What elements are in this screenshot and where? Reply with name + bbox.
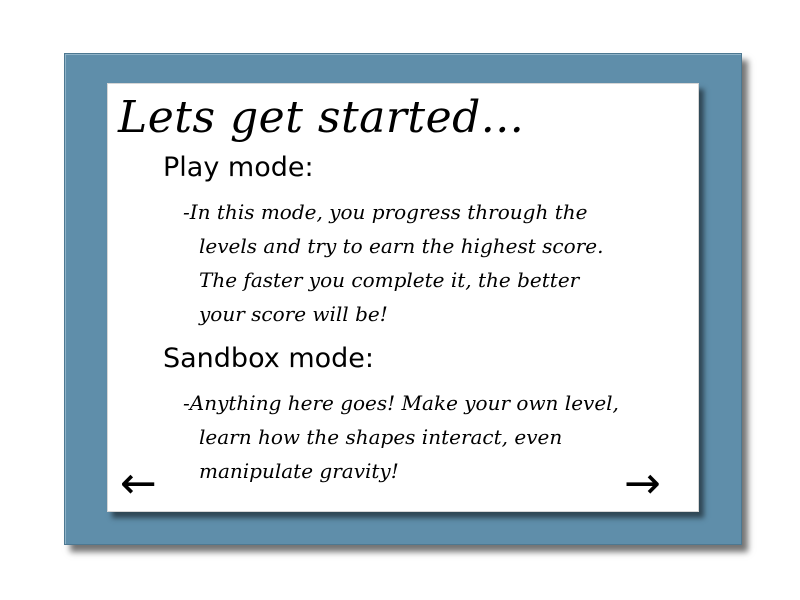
sandbox-mode-description: -Anything here goes! Make your own level… (183, 386, 619, 488)
tutorial-card (107, 83, 699, 512)
play-mode-line: The faster you complete it, the better (199, 268, 580, 292)
play-mode-line: -In this mode, you progress through the (183, 200, 588, 224)
play-mode-description: -In this mode, you progress through the … (183, 195, 603, 331)
play-mode-line: your score will be! (199, 302, 388, 326)
play-mode-heading: Play mode: (163, 152, 314, 183)
page-title: Lets get started... (118, 92, 525, 143)
sandbox-mode-line: -Anything here goes! Make your own level… (183, 391, 619, 415)
sandbox-mode-heading: Sandbox mode: (163, 343, 374, 374)
sandbox-mode-line: manipulate gravity! (199, 459, 399, 483)
sandbox-mode-line: learn how the shapes interact, even (199, 425, 563, 449)
right-arrow-icon[interactable]: → (624, 458, 661, 509)
play-mode-line: levels and try to earn the highest score… (199, 234, 604, 258)
left-arrow-icon[interactable]: ← (120, 458, 157, 509)
